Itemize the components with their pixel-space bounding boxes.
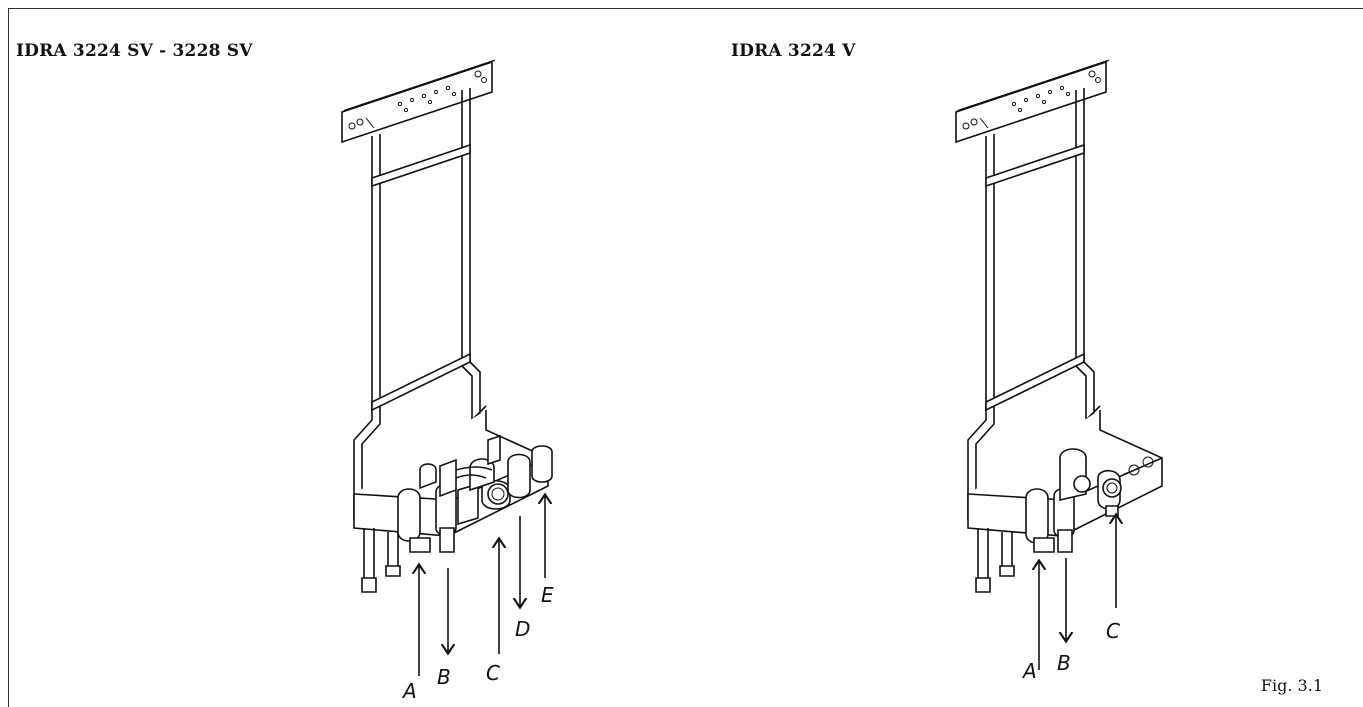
figure-label: Fig. 3.1 xyxy=(1260,676,1323,695)
left-valve-cluster xyxy=(397,434,553,553)
label-a-left: A xyxy=(401,679,417,703)
figure-frame xyxy=(8,8,1363,707)
left-panel-title: IDRA 3224 SV - 3228 SV xyxy=(16,41,253,61)
label-c-left: C xyxy=(486,661,500,685)
right-frame-drawing: A B C xyxy=(955,59,1163,683)
label-e-left: E xyxy=(541,583,554,607)
label-b-left: B xyxy=(437,665,451,689)
label-d-left: D xyxy=(515,617,530,641)
label-c-right: C xyxy=(1106,619,1120,643)
label-a-right: A xyxy=(1021,659,1037,683)
label-b-right: B xyxy=(1057,651,1071,675)
right-panel-title: IDRA 3224 V xyxy=(731,41,856,61)
left-frame-drawing: A B C D E xyxy=(341,59,554,703)
